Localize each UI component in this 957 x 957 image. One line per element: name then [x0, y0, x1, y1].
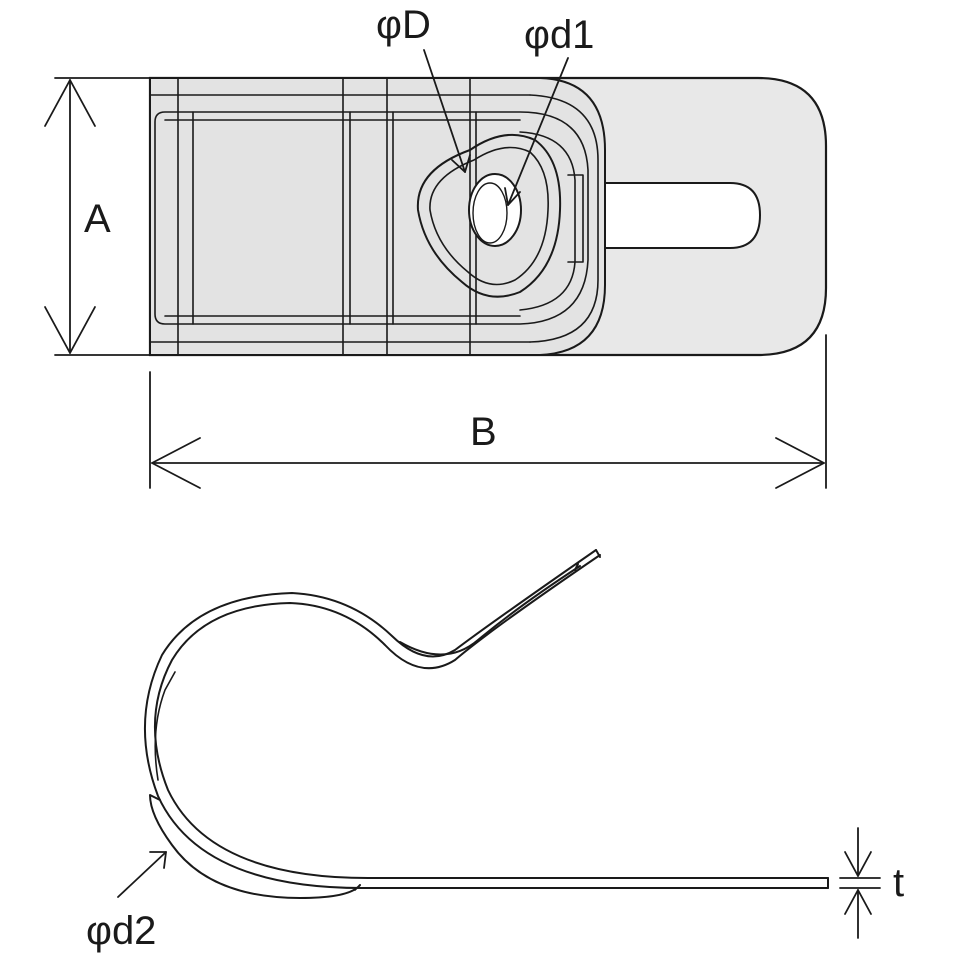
- hole-d1: [468, 173, 522, 247]
- dim-t-arrow-bottom: [844, 889, 872, 915]
- side-view: φd2 t: [86, 549, 904, 953]
- leader-d1: [507, 57, 569, 206]
- inner-curve-layer: [154, 671, 176, 781]
- dim-A-arrow-bottom: [44, 306, 96, 354]
- clip-profile-inner: [143, 549, 829, 889]
- dim-B-arrow-left: [151, 437, 201, 489]
- strap-edge-inner: [519, 131, 576, 311]
- clip-top-end: [595, 549, 601, 558]
- tongue-layer-lower-inner: [354, 884, 361, 891]
- strap-edge-tab: [567, 174, 584, 263]
- tongue-layer-lower: [149, 794, 361, 899]
- dim-B-arrow-right: [775, 437, 825, 489]
- hole-d1-inner: [472, 182, 508, 244]
- leader-d2-arrow: [149, 851, 167, 869]
- leader-D: [423, 49, 466, 173]
- leader-D-arrow: [451, 154, 471, 173]
- label-B: B: [470, 410, 497, 454]
- label-phi-d1: φd1: [524, 13, 594, 57]
- label-phi-d2: φd2: [86, 909, 156, 953]
- label-A: A: [84, 197, 111, 241]
- top-view: A B φD φd1: [44, 3, 828, 489]
- dim-A-arrow-top: [44, 79, 96, 127]
- mounting-slot: [599, 182, 762, 249]
- leader-d1-arrow: [504, 187, 521, 206]
- strap-inner-outline: [154, 111, 589, 325]
- strap-edge-right: [529, 94, 599, 343]
- leader-d2: [117, 851, 167, 898]
- label-phi-D: φD: [376, 3, 431, 47]
- clip-profile-outer: [154, 554, 829, 879]
- strap-band: [149, 77, 606, 356]
- tongue-layer-outer: [399, 565, 581, 656]
- dim-t-arrow-top: [844, 851, 872, 877]
- label-t: t: [893, 861, 904, 905]
- tongue-layer-inner: [574, 563, 579, 571]
